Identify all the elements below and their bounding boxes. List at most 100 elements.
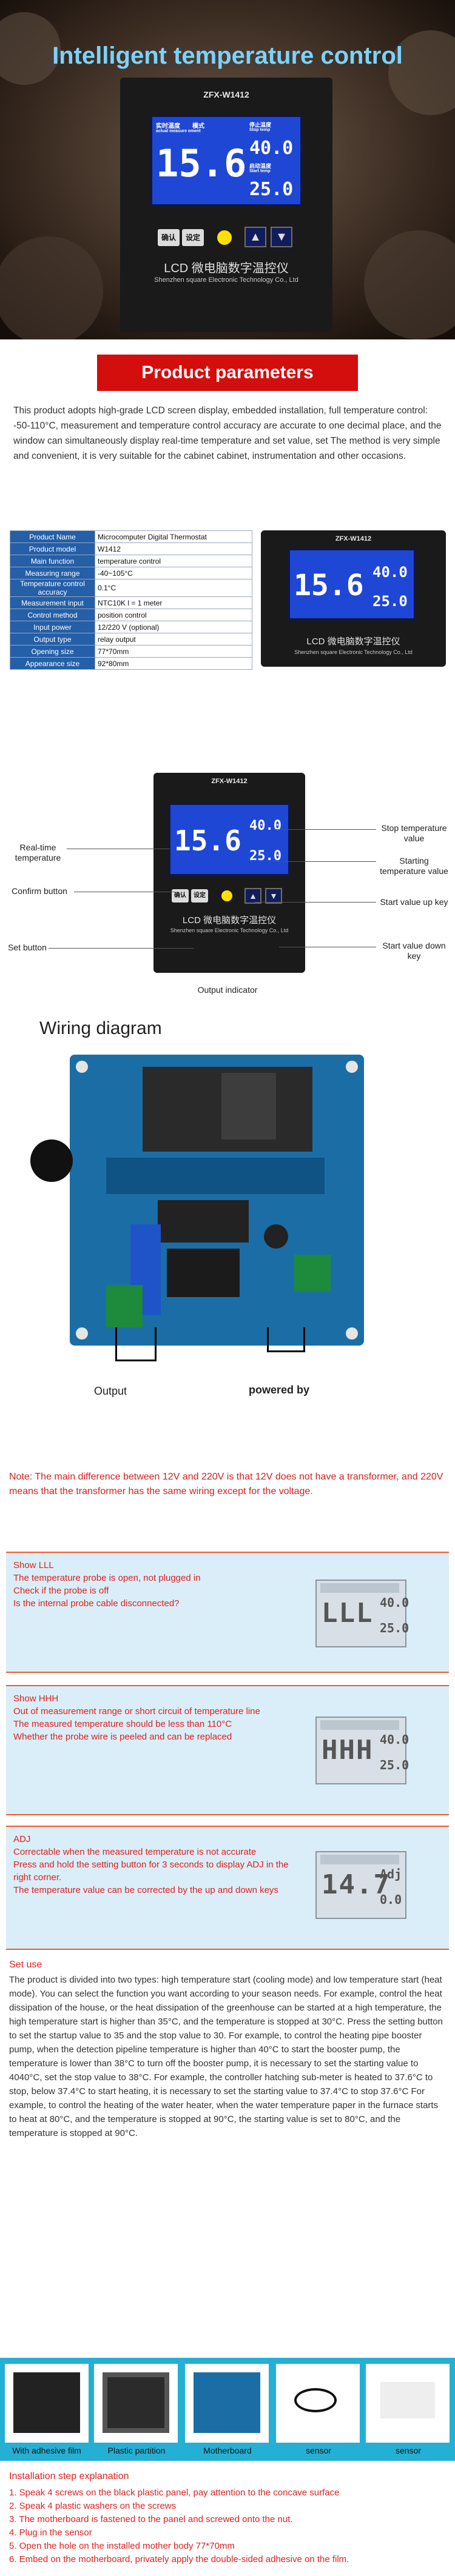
error-display: LLL — [322, 1598, 374, 1629]
error-title: Show HHH — [13, 1693, 59, 1704]
error-line: The temperature value can be corrected b… — [13, 1885, 278, 1895]
installation-step: 6. Embed on the motherboard, privately a… — [9, 2554, 349, 2564]
error-line: Press and hold the setting button for 3 … — [13, 1860, 289, 1883]
up-arrow-icon[interactable]: ▲ — [244, 227, 266, 247]
lcd-screen: 实时温度 模式 actual measure ement 停止温度 Stop t… — [150, 115, 302, 206]
pcb-board-image — [70, 1055, 364, 1346]
part-image — [185, 2364, 269, 2443]
error-stop-value: 40.0 — [380, 1595, 410, 1610]
set-use-body: The product is divided into two types: h… — [9, 1975, 443, 2138]
error-start-value: 25.0 — [380, 1621, 410, 1635]
lcd-stop-value: 40.0 — [249, 818, 281, 833]
error-start-value: 25.0 — [380, 1758, 410, 1772]
powered-label: powered by — [249, 1384, 310, 1396]
spec-value: 92*80mm — [95, 657, 252, 670]
output-led-indicator — [221, 890, 232, 901]
output-led-indicator — [217, 230, 232, 245]
wiring-title: Wiring diagram — [39, 1018, 162, 1038]
spec-value: relay output — [95, 633, 252, 646]
spec-value: 0.1°C — [95, 579, 252, 597]
lcd-temp-value: 15.6 — [294, 569, 364, 602]
part-image — [276, 2364, 360, 2443]
up-arrow-icon[interactable]: ▲ — [244, 888, 261, 904]
motherboard-image — [194, 2372, 260, 2433]
lcd-topbar — [320, 1855, 399, 1864]
installation-title: Installation step explanation — [9, 2471, 129, 2481]
anno-line — [273, 829, 376, 830]
device-caption-cn: LCD 微电脑数字温控仪 — [182, 915, 277, 926]
error-line: The temperature probe is open, not plugg… — [13, 1573, 201, 1583]
part-caption: sensor — [305, 2446, 332, 2455]
spec-key: Measuring range — [10, 567, 95, 579]
error-line: Whether the probe wire is peeled and can… — [13, 1732, 232, 1742]
anno-realtime: Real-time temperature — [15, 843, 61, 863]
lcd-label-start: 启动温度 — [249, 163, 272, 169]
down-arrow-icon[interactable]: ▼ — [265, 888, 282, 904]
error-adj-label: Adj — [380, 1867, 402, 1881]
error-lcd: HHH 40.0 25.0 — [315, 1717, 410, 1784]
device-caption-en: Shenzhen square Electronic Technology Co… — [170, 927, 289, 933]
confirm-button[interactable]: 确认 — [158, 229, 180, 246]
buzzer-image — [30, 1140, 73, 1182]
installation-step: 4. Plug in the sensor — [9, 2528, 92, 2538]
spec-key: Main function — [10, 555, 95, 567]
hero-banner: Intelligent temperature control ZFX-W141… — [0, 0, 455, 339]
error-box-hhh: Show HHH Out of measurement range or sho… — [6, 1685, 449, 1815]
lcd-label-mode: 模式 — [192, 123, 204, 130]
spec-key: Product model — [10, 542, 95, 555]
spec-key: Product Name — [10, 530, 95, 543]
down-arrow-icon[interactable]: ▼ — [271, 227, 292, 247]
spec-key: Temperature control accuracy — [10, 579, 95, 597]
power-wire — [267, 1327, 269, 1352]
device-caption-cn: LCD 微电脑数字温控仪 — [164, 262, 289, 275]
installation-step: 1. Speak 4 screws on the black plastic p… — [9, 2488, 340, 2498]
spec-key: Output type — [10, 633, 95, 646]
error-adj-value: 0.0 — [380, 1892, 402, 1907]
error-title: ADJ — [13, 1834, 31, 1844]
lcd-label-actual: actual measure ement — [156, 129, 201, 133]
intro-paragraph: This product adopts high-grade LCD scree… — [13, 405, 442, 461]
error-lcd: LLL 40.0 25.0 — [315, 1580, 410, 1647]
error-text: Show HHH Out of measurement range or sho… — [13, 1692, 305, 1743]
error-box-adj: ADJ Correctable when the measured temper… — [6, 1826, 449, 1950]
error-line: The measured temperature should be less … — [13, 1719, 232, 1729]
voltage-note: Note: The main difference between 12V an… — [9, 1472, 443, 1497]
device-caption-en: Shenzhen square Electronic Technology Co… — [154, 276, 298, 284]
lcd-stop-value: 40.0 — [372, 564, 408, 581]
error-display: 14.7 — [322, 1869, 391, 1900]
installation-step: 2. Speak 4 plastic washers on the screws — [9, 2501, 177, 2511]
installation-step: 5. Open the hole on the installed mother… — [9, 2541, 235, 2551]
anno-line — [49, 948, 194, 949]
part-caption: Motherboard — [203, 2446, 252, 2455]
hero-device: ZFX-W1412 实时温度 模式 actual measure ement 停… — [120, 78, 332, 332]
parts-strip: With adhesive film Plastic partition Mot… — [0, 2358, 455, 2461]
part-caption: With adhesive film — [12, 2446, 81, 2455]
error-line: Is the internal probe cable disconnected… — [13, 1598, 180, 1609]
error-line: Check if the probe is off — [13, 1586, 109, 1596]
output-wire — [115, 1327, 117, 1361]
anno-start: Starting temperature value — [380, 856, 448, 876]
part-caption: Plastic partition — [107, 2446, 166, 2455]
set-button[interactable]: 设定 — [182, 229, 204, 246]
error-box-lll: Show LLL The temperature probe is open, … — [6, 1552, 449, 1673]
lcd-label-stop-en: Stop temp — [249, 128, 271, 132]
output-wire — [155, 1327, 157, 1361]
lcd-label-stop: 停止温度 — [249, 122, 272, 128]
device-caption-en: Shenzhen square Electronic Technology Co… — [294, 649, 413, 655]
spec-value: W1412 — [95, 542, 252, 555]
error-text: ADJ Correctable when the measured temper… — [13, 1833, 305, 1897]
spec-value: -40~105°C — [95, 567, 252, 579]
confirm-button[interactable]: 确认 — [172, 889, 189, 903]
spec-value: Microcomputer Digital Thermostat — [95, 530, 252, 543]
error-lcd: 14.7 Adj 0.0 — [315, 1851, 406, 1919]
lcd-start-value: 25.0 — [249, 849, 281, 864]
lcd-screen: 15.6 40.0 25.0 — [169, 803, 290, 876]
spec-value: NTC10K l = 1 meter — [95, 596, 252, 609]
set-button[interactable]: 设定 — [191, 889, 208, 903]
lcd-temp-value: 15.6 — [174, 824, 241, 857]
